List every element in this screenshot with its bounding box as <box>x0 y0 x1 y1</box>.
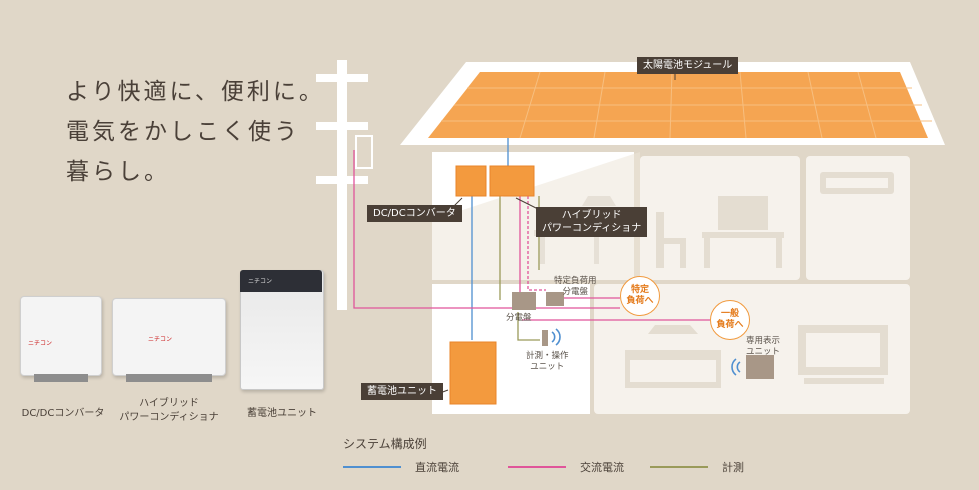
legend-ac-swatch <box>508 466 566 468</box>
label-hybrid-pcs: ハイブリッド パワーコンディショナ <box>536 207 648 237</box>
label-dcdc-converter: DC/DCコンバータ <box>367 205 462 222</box>
tagline-line-1: より快適に、便利に。 <box>66 79 325 105</box>
special-distribution-panel <box>546 292 564 306</box>
display-unit <box>746 355 774 379</box>
battery-unit <box>449 341 497 405</box>
label-battery-unit: 蓄電池ユニット <box>361 383 443 400</box>
product-battery: ニチコン <box>240 270 324 390</box>
label-meter-unit: 計測・操作 ユニット <box>526 351 569 372</box>
product-hybrid-pcs: ニチコン <box>112 298 226 386</box>
label-special-panel: 特定負荷用 分電盤 <box>554 276 597 297</box>
special-load-bubble: 特定負荷へ <box>620 276 660 316</box>
legend-dc-swatch <box>343 466 401 468</box>
legend-meter-swatch <box>650 466 708 468</box>
legend-dc: 直流電流 <box>343 459 459 475</box>
ac-lines <box>353 150 710 321</box>
caption-dcdc: DC/DCコンバータ <box>21 408 105 419</box>
legend-ac: 交流電流 <box>508 459 624 475</box>
caption-battery: 蓄電池ユニット <box>247 408 317 419</box>
label-solar-module: 太陽電池モジュール <box>637 57 739 74</box>
utility-pole <box>316 60 373 310</box>
general-load-bubble: 一般負荷へ <box>710 300 750 340</box>
distribution-panel <box>512 292 536 310</box>
tagline-line-2: 電気をかしこく使う <box>66 119 300 145</box>
label-distribution-panel: 分電盤 <box>506 313 532 323</box>
meter-unit <box>542 330 548 346</box>
wireless-icon <box>551 328 741 376</box>
furniture <box>534 172 894 388</box>
label-display-unit: 専用表示 ユニット <box>746 336 781 357</box>
legend-meter: 計測 <box>650 459 744 475</box>
legend-title: システム構成例 <box>343 437 427 451</box>
product-dcdc: ニチコン <box>20 296 102 384</box>
tagline: より快適に、便利に。 電気をかしこく使う 暮らし。 <box>66 72 325 192</box>
hybrid-pcs-unit <box>489 165 535 197</box>
dcdc-converter-unit <box>455 165 487 197</box>
caption-hybrid-pcs: ハイブリッド パワーコンディショナ <box>119 398 219 423</box>
tagline-line-3: 暮らし。 <box>66 159 170 185</box>
